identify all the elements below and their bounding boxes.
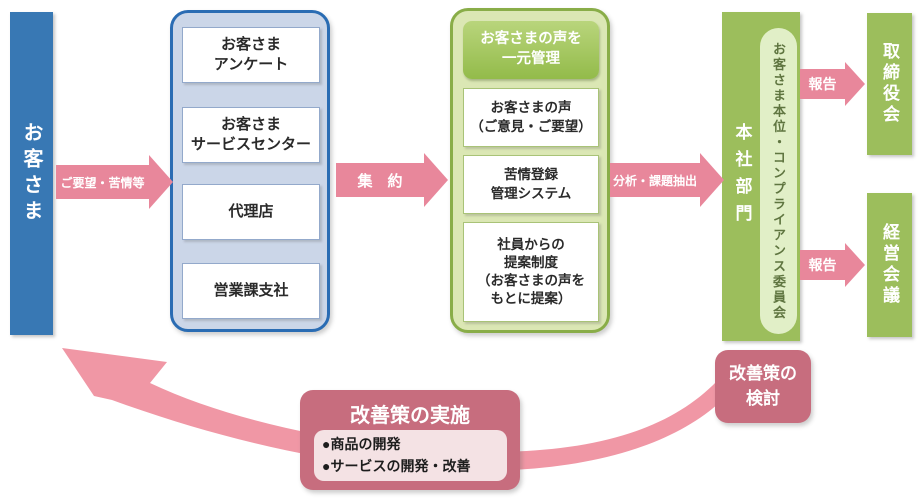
arrow-report-board-label: 報告 <box>800 69 845 99</box>
head-office-label: 本社部門 <box>732 122 752 231</box>
board-of-directors-box: 取締役会 <box>867 13 912 155</box>
management-meeting-label: 経営会議 <box>880 223 899 307</box>
arrow-report-management: 報告 <box>800 243 865 287</box>
complaint-system-box: 苦情登録 管理システム <box>463 155 599 214</box>
arrow-report-management-label: 報告 <box>800 250 845 280</box>
improvement-implement-list: ●商品の開発 ●サービスの開発・改善 <box>314 430 507 481</box>
management-meeting-box: 経営会議 <box>867 193 912 337</box>
arrow-aggregate: 集 約 <box>336 153 448 207</box>
arrow-report-board: 報告 <box>800 62 865 106</box>
arrow-analyze-label: 分析・課題抽出 <box>610 163 700 197</box>
arrow-requests: ご要望・苦情等 <box>56 155 173 209</box>
committee-pill: お客さま本位・コンプライアンス委員会 <box>760 28 797 334</box>
improvement-review-box: 改善策の 検討 <box>715 350 811 423</box>
arrow-aggregate-label: 集 約 <box>336 163 424 197</box>
arrow-aggregate-head-icon <box>424 153 448 207</box>
improvement-implement-box: 改善策の実施 ●商品の開発 ●サービスの開発・改善 <box>300 390 520 490</box>
voice-panel-header: お客さまの声を 一元管理 <box>463 21 599 79</box>
committee-label: お客さま本位・コンプライアンス委員会 <box>771 41 786 321</box>
improvement-item-services: ●サービスの開発・改善 <box>322 457 471 474</box>
voice-opinions-box: お客さまの声 （ご意見・ご要望） <box>463 88 599 147</box>
arrow-analyze-head-icon <box>700 153 724 207</box>
arrow-analyze: 分析・課題抽出 <box>610 153 724 207</box>
channel-agency: 代理店 <box>182 184 320 240</box>
arrow-requests-head-icon <box>149 155 173 209</box>
customer-bar: お客さま <box>10 12 53 335</box>
board-of-directors-label: 取締役会 <box>880 42 899 126</box>
customer-bar-label: お客さま <box>20 121 42 226</box>
voice-panel: お客さまの声を 一元管理 お客さまの声 （ご意見・ご要望） 苦情登録 管理システ… <box>450 8 610 333</box>
channel-service-center: お客さま サービスセンター <box>182 107 320 163</box>
arrow-report-management-head-icon <box>845 243 865 287</box>
arrow-requests-label: ご要望・苦情等 <box>56 165 149 199</box>
improvement-item-products: ●商品の開発 <box>322 435 401 452</box>
employee-proposal-box: 社員からの 提案制度 （お客さまの声を もとに提案） <box>463 222 599 322</box>
channel-survey: お客さま アンケート <box>182 27 320 83</box>
improvement-implement-title: 改善策の実施 <box>350 405 470 427</box>
arrow-report-board-head-icon <box>845 62 865 106</box>
head-office-label-wrap: 本社部門 <box>722 12 762 341</box>
channel-sales-branch: 営業課支社 <box>182 263 320 319</box>
channels-panel: お客さま アンケート お客さま サービスセンター 代理店 営業課支社 <box>170 10 330 332</box>
